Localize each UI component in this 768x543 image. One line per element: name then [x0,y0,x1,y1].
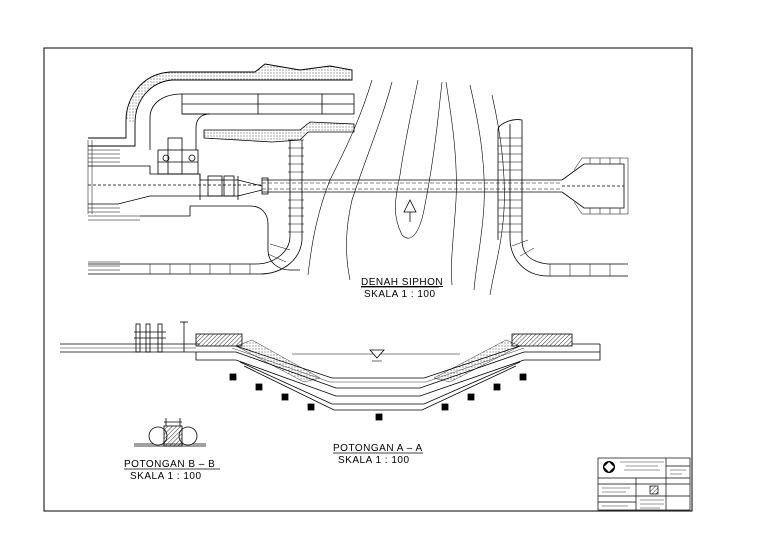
section-bb-view [134,418,206,447]
plan-view [87,63,629,296]
company-logo-icon [603,461,615,473]
plan-scale: SKALA 1 : 100 [364,289,436,300]
section-bb-title: POTONGAN B – B [124,459,215,470]
contour-lines [307,79,505,296]
water-level-triangle-icon [369,349,385,362]
section-aa-title: POTONGAN A – A [333,443,423,454]
plan-title: DENAH SIPHON [361,277,443,288]
section-aa-scale: SKALA 1 : 100 [338,455,410,466]
siphon-pipe [261,177,562,195]
drawing-border [43,47,693,512]
section-aa-view [60,321,601,421]
left-bank-hatching [87,140,140,271]
title-block [597,457,691,511]
north-arrow-icon [403,199,417,222]
wall-hatch-top [126,64,352,124]
section-bb-scale: SKALA 1 : 100 [130,471,202,482]
